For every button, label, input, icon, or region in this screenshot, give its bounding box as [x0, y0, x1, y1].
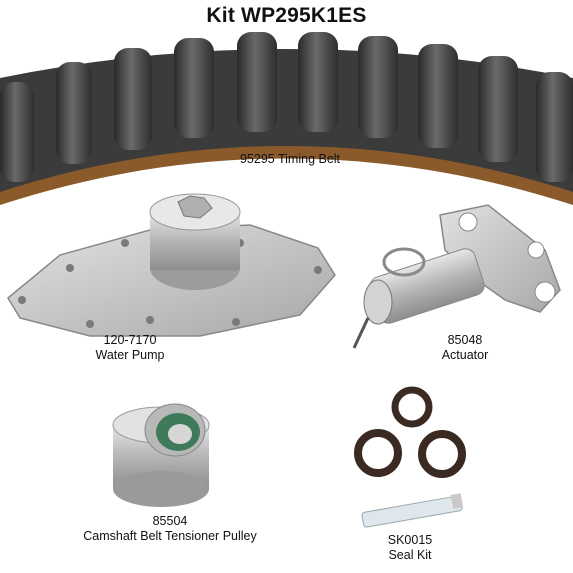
actuator-image: [352, 204, 561, 349]
pulley-label: 85504 Camshaft Belt Tensioner Pulley: [55, 514, 285, 544]
seal-kit-part-number: SK0015: [387, 533, 433, 547]
timing-belt-image: [0, 32, 573, 205]
seal-kit-image: [354, 386, 466, 528]
actuator-name: Actuator: [441, 348, 489, 362]
actuator-label: 85048 Actuator: [410, 333, 520, 363]
tensioner-pulley-image: [112, 403, 210, 507]
actuator-part-number: 85048: [447, 333, 483, 347]
water-pump-part-number: 120-7170: [103, 333, 157, 347]
water-pump-label: 120-7170 Water Pump: [60, 333, 200, 363]
kit-title: Kit WP295K1ES: [206, 4, 367, 27]
timing-belt-label: 95295 Timing Belt: [239, 152, 341, 166]
water-pump-name: Water Pump: [95, 348, 165, 362]
pulley-name: Camshaft Belt Tensioner Pulley: [83, 529, 257, 543]
seal-kit-name: Seal Kit: [388, 548, 432, 562]
pulley-part-number: 85504: [152, 514, 188, 528]
water-pump-image: [7, 193, 336, 337]
seal-kit-label: SK0015 Seal Kit: [350, 533, 470, 563]
